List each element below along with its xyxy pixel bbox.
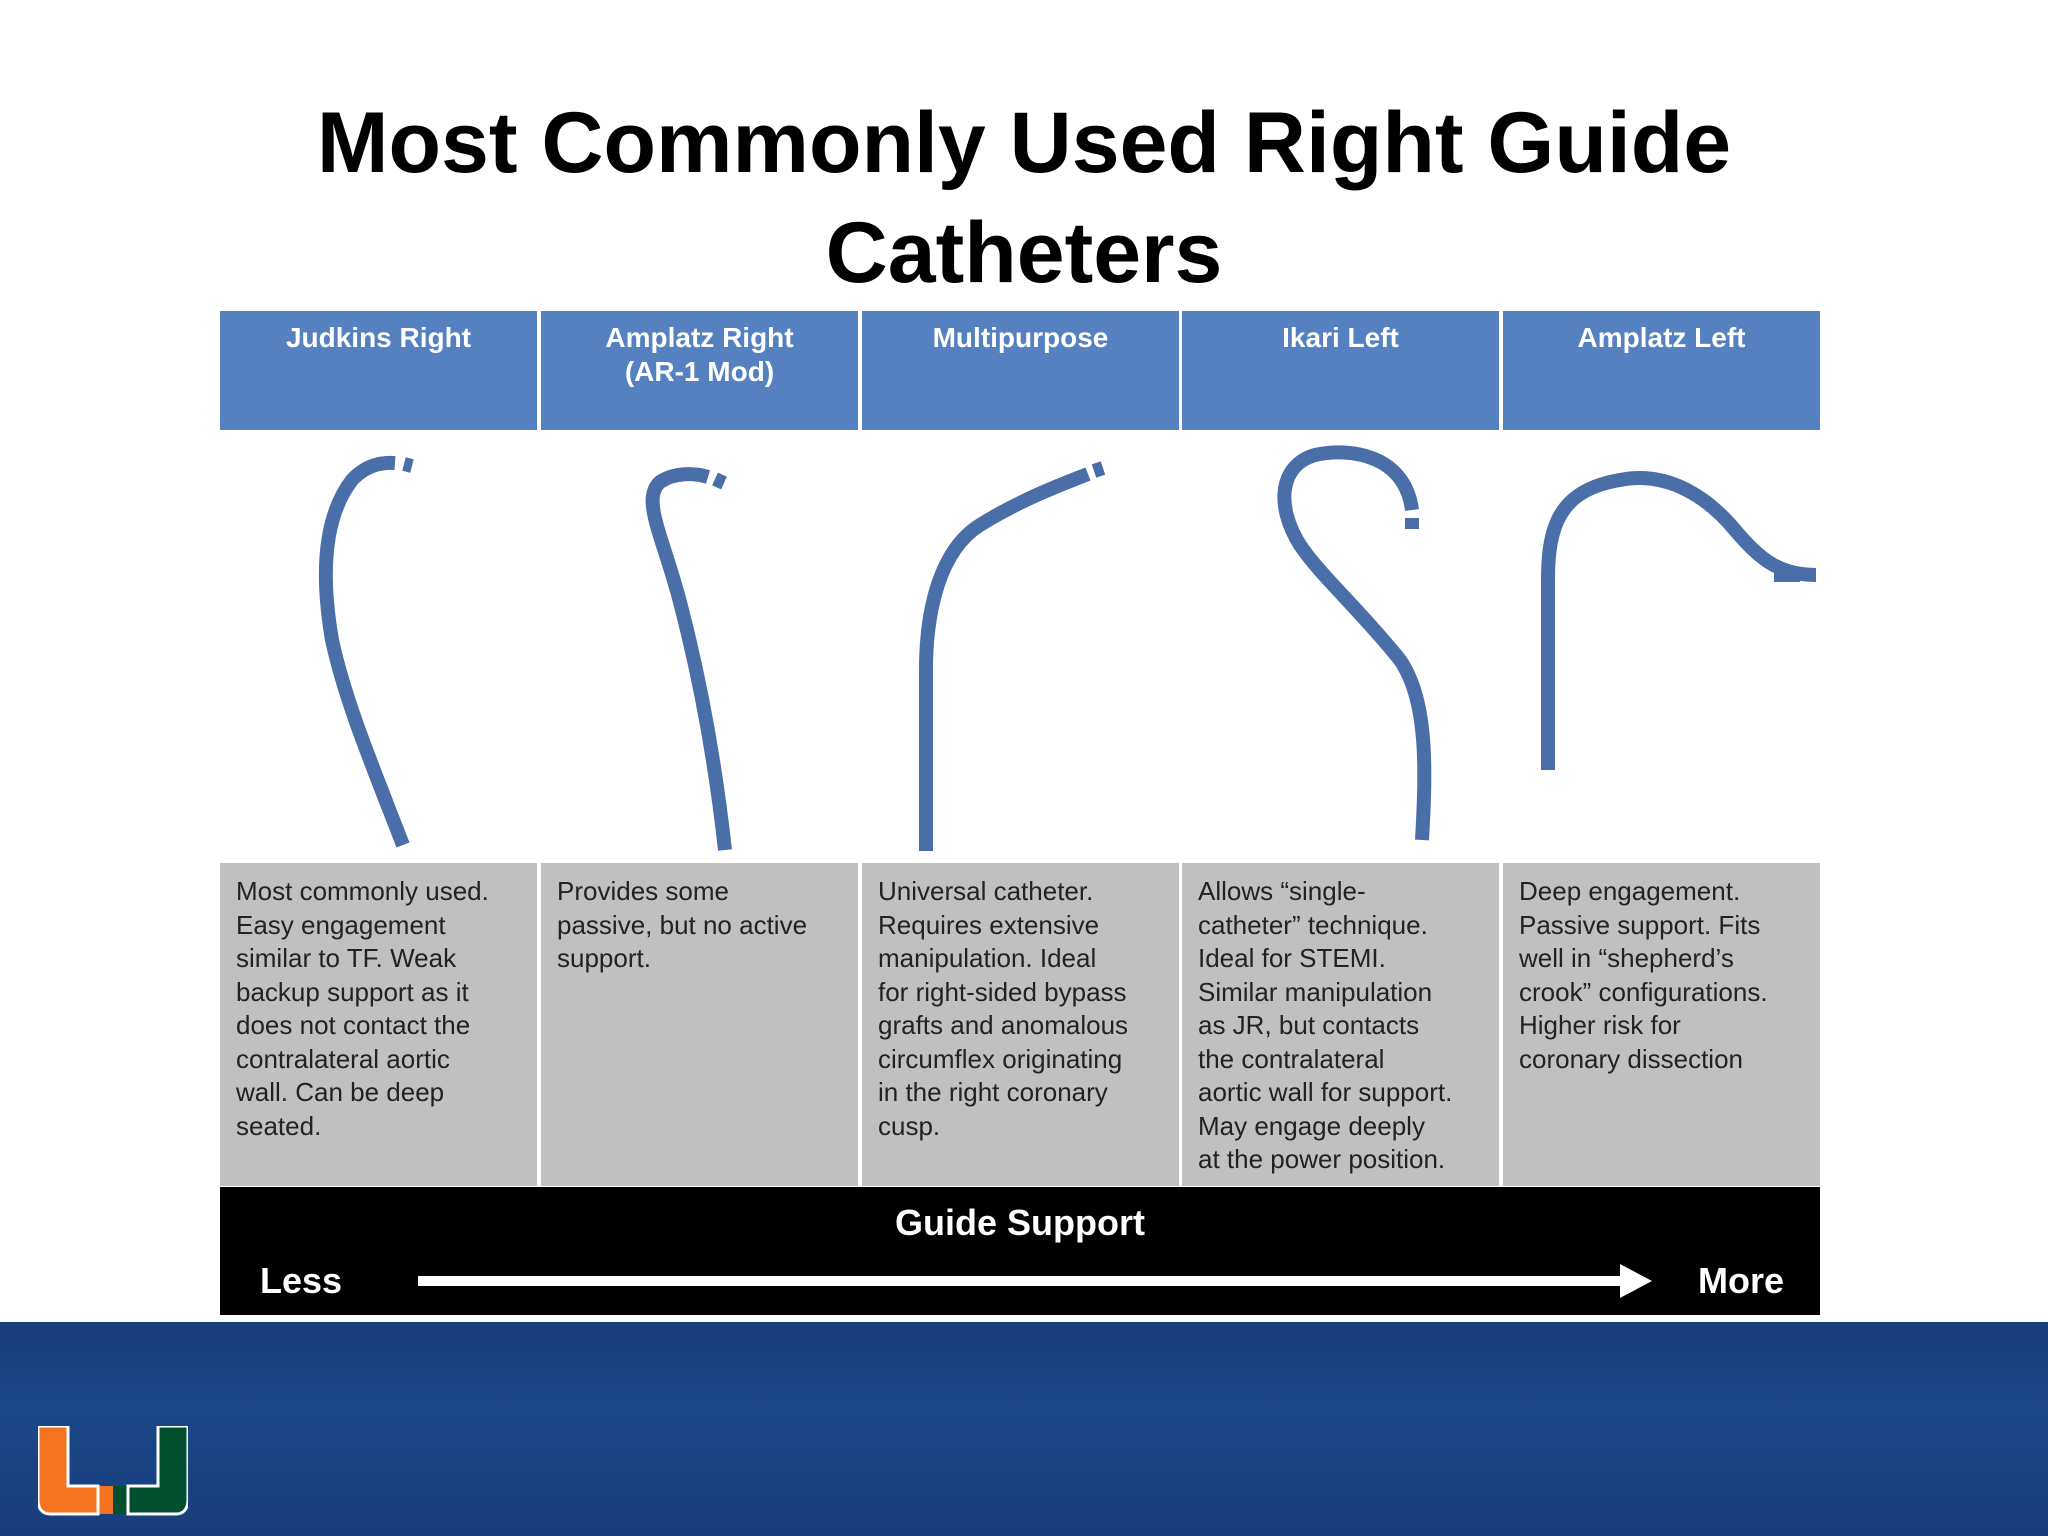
description-line: support.	[557, 943, 651, 973]
description-line: Requires extensive	[878, 909, 1100, 940]
slide-title: Most Commonly Used Right Guide Catheters	[0, 88, 2048, 308]
description-line: Universal catheter.	[878, 876, 1094, 906]
header-judkins-right-line-1: Judkins Right	[285, 322, 472, 353]
description-line: for right-sided bypass	[878, 976, 1127, 1007]
description-line: crook” configurations.	[1519, 976, 1768, 1007]
description-line: in the right coronary	[878, 1077, 1108, 1107]
title-line-1: Most Commonly Used Right Guide	[316, 95, 1732, 191]
header-amplatz-left: Amplatz Left	[1503, 311, 1820, 430]
multipurpose-tip-icon	[1091, 461, 1106, 478]
description-line: aortic wall for support.	[1198, 1077, 1453, 1107]
header-row: Judkins Right Amplatz Right (AR-1 Mod) M…	[220, 311, 1820, 430]
support-arrow-icon	[418, 1264, 1652, 1298]
description-line: catheter” technique.	[1198, 909, 1428, 940]
description-line: does not contact the	[236, 1010, 471, 1040]
description-line: contralateral aortic	[236, 1043, 450, 1074]
description-line: well in “shepherd’s	[1519, 943, 1734, 973]
header-judkins-right: Judkins Right	[220, 311, 537, 430]
footer-band	[0, 1322, 2048, 1536]
amplatz-right-catheter-icon	[645, 467, 732, 851]
header-ikari-left-line-1: Ikari Left	[1282, 322, 1399, 353]
description-line: Provides some	[557, 876, 729, 906]
judkins-right-catheter-icon	[318, 455, 410, 848]
description-line: Higher risk for	[1519, 1010, 1681, 1040]
header-amplatz-right-line-2: (AR-1 Mod)	[624, 356, 775, 387]
description-judkins-right: Most commonly used. Easy engagement simi…	[220, 863, 537, 1186]
judkins-right-tip-icon	[402, 457, 414, 473]
support-more-label: More	[1697, 1260, 1784, 1301]
support-less-label: Less	[260, 1260, 343, 1301]
catheter-shapes	[220, 430, 1820, 1174]
description-row: Most commonly used. Easy engagement simi…	[220, 863, 1820, 1186]
description-line: wall. Can be deep	[236, 1077, 445, 1107]
header-multipurpose-line-1: Multipurpose	[932, 322, 1109, 353]
guide-support-bar: Guide Support Less More	[220, 1187, 1820, 1315]
description-line: manipulation. Ideal	[878, 943, 1097, 973]
multipurpose-catheter-icon	[919, 467, 1091, 851]
header-multipurpose: Multipurpose	[862, 311, 1179, 430]
amplatz-right-tip-icon	[712, 472, 727, 490]
description-line: May engage deeply	[1198, 1110, 1425, 1141]
description-multipurpose: Universal catheter. Requires extensive m…	[862, 863, 1179, 1186]
description-line: the contralateral	[1198, 1043, 1385, 1074]
header-amplatz-right: Amplatz Right (AR-1 Mod)	[541, 311, 858, 430]
header-amplatz-left-line-1: Amplatz Left	[1577, 322, 1746, 353]
description-line: circumflex originating	[878, 1043, 1123, 1074]
header-ikari-left: Ikari Left	[1182, 311, 1499, 430]
ikari-left-catheter-icon	[1277, 445, 1432, 841]
description-line: Allows “single-	[1198, 876, 1366, 906]
description-amplatz-left: Deep engagement. Passive support. Fits w…	[1503, 863, 1820, 1186]
description-amplatz-right: Provides some passive, but no active sup…	[541, 863, 858, 1186]
description-line: seated.	[236, 1110, 322, 1141]
description-line: Deep engagement.	[1519, 876, 1741, 906]
description-line: at the power position.	[1198, 1144, 1446, 1174]
amplatz-left-catheter-icon	[1541, 471, 1817, 770]
description-line: similar to TF. Weak	[236, 943, 457, 973]
description-line: Easy engagement	[236, 909, 446, 940]
description-line: Most commonly used.	[236, 876, 489, 906]
description-line: Passive support. Fits	[1519, 909, 1761, 940]
description-line: grafts and anomalous	[878, 1010, 1129, 1040]
catheter-shapes-svg	[318, 445, 1817, 851]
header-amplatz-right-line-1: Amplatz Right	[605, 322, 794, 353]
university-logo-icon	[38, 1426, 188, 1516]
description-line: as JR, but contacts	[1198, 1010, 1420, 1040]
description-line: Ideal for STEMI.	[1198, 943, 1386, 973]
description-line: coronary dissection	[1519, 1043, 1743, 1074]
description-line: passive, but no active	[557, 909, 808, 940]
title-line-2: Catheters	[825, 205, 1223, 301]
description-line: Similar manipulation	[1198, 976, 1433, 1007]
description-ikari-left: Allows “single- catheter” technique. Ide…	[1182, 863, 1499, 1186]
guide-support-title: Guide Support	[895, 1202, 1145, 1243]
description-line: backup support as it	[236, 976, 469, 1007]
description-line: cusp.	[878, 1110, 941, 1141]
